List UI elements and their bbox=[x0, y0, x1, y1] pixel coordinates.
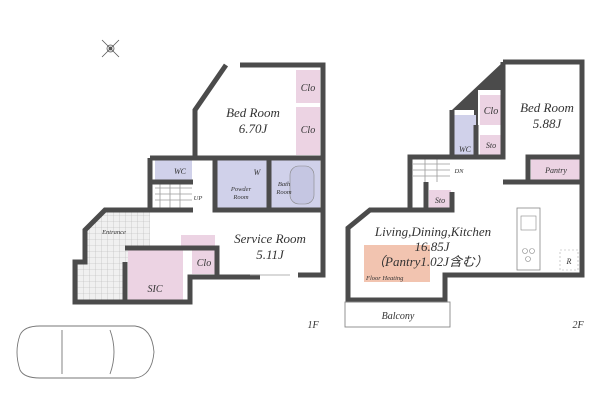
pantry-label: Pantry bbox=[544, 166, 567, 175]
stairs-up-label: UP bbox=[194, 195, 203, 202]
floor-1f: Bed Room 6.70J Clo Clo WC UP W Powder Ro… bbox=[72, 62, 326, 331]
wall bbox=[525, 154, 582, 182]
storage-2-label: Sto bbox=[435, 196, 445, 205]
bathtub-icon bbox=[289, 165, 315, 205]
bath-room-label: Bath bbox=[278, 181, 290, 188]
floor-heating-label: Floor Heating bbox=[365, 275, 404, 282]
closet-2f-label: Clo bbox=[484, 106, 498, 117]
floor-1f-label: 1F bbox=[307, 320, 319, 331]
hall-closet bbox=[181, 235, 215, 247]
wall bbox=[345, 59, 585, 303]
closet-3-label: Clo bbox=[197, 258, 211, 269]
storage-1-label: Sto bbox=[486, 141, 496, 150]
wall-block bbox=[452, 62, 503, 132]
sic-label: SIC bbox=[148, 284, 163, 295]
floor-heating-area bbox=[364, 245, 430, 282]
sic-closet bbox=[128, 250, 183, 300]
wall bbox=[212, 158, 323, 213]
storage-1 bbox=[480, 135, 502, 155]
closet-1-label: Clo bbox=[301, 83, 315, 94]
wall bbox=[452, 62, 506, 160]
closet-2f bbox=[480, 95, 502, 125]
wc-2f-label: WC bbox=[459, 145, 472, 154]
fridge-space bbox=[559, 249, 579, 271]
ldk-name: Living,Dining,Kitchen bbox=[374, 224, 491, 239]
fridge-label: R bbox=[566, 257, 572, 266]
bedroom-1f-size: 6.70J bbox=[239, 121, 269, 136]
wall bbox=[125, 245, 220, 277]
wall bbox=[423, 182, 455, 213]
wall bbox=[72, 207, 260, 305]
wall bbox=[192, 63, 229, 158]
balcony-label: Balcony bbox=[382, 311, 415, 322]
wall bbox=[147, 182, 193, 213]
entrance-porch bbox=[75, 262, 125, 302]
powder-room-label: Powder bbox=[230, 186, 252, 193]
stairs-down-label: DN bbox=[453, 168, 464, 175]
stove-icon bbox=[522, 248, 535, 262]
ldk-size: 16.85J bbox=[414, 239, 450, 254]
wall bbox=[407, 110, 455, 213]
floor-2f-label: 2F bbox=[572, 320, 584, 331]
closet-2-label: Clo bbox=[301, 125, 315, 136]
bath-room-label-2: Room bbox=[275, 189, 291, 196]
stairs-1f bbox=[155, 182, 192, 210]
ldk-note: （Pantry1.02J含む） bbox=[372, 254, 488, 269]
closet-3 bbox=[192, 250, 215, 274]
powder-room bbox=[217, 160, 268, 208]
kitchen-counter bbox=[516, 207, 541, 271]
floor-2f: Bed Room 5.88J Clo Sto WC DN Pantry Sto … bbox=[344, 59, 585, 331]
stairs-2f bbox=[413, 158, 450, 182]
bedroom-1f-name: Bed Room bbox=[226, 105, 280, 120]
service-room-name: Service Room bbox=[234, 231, 306, 246]
compass-icon bbox=[101, 39, 120, 58]
sink-icon bbox=[520, 215, 537, 231]
closet-1 bbox=[296, 70, 320, 103]
car-icon bbox=[16, 325, 155, 379]
closet-2 bbox=[296, 107, 320, 155]
wc-1f bbox=[155, 160, 192, 180]
bedroom-2f-size: 5.88J bbox=[533, 116, 563, 131]
storage-2 bbox=[429, 190, 451, 210]
washroom-label: W bbox=[254, 168, 262, 177]
entrance-label: Entrance bbox=[101, 229, 126, 236]
wall bbox=[240, 62, 326, 278]
service-room-size: 5.11J bbox=[256, 247, 285, 262]
bedroom-2f-name: Bed Room bbox=[520, 100, 574, 115]
pantry bbox=[531, 159, 581, 180]
powder-room-label-2: Room bbox=[232, 194, 248, 201]
wc-2f bbox=[454, 115, 476, 155]
balcony bbox=[344, 301, 451, 328]
wc-1f-label: WC bbox=[174, 167, 187, 176]
